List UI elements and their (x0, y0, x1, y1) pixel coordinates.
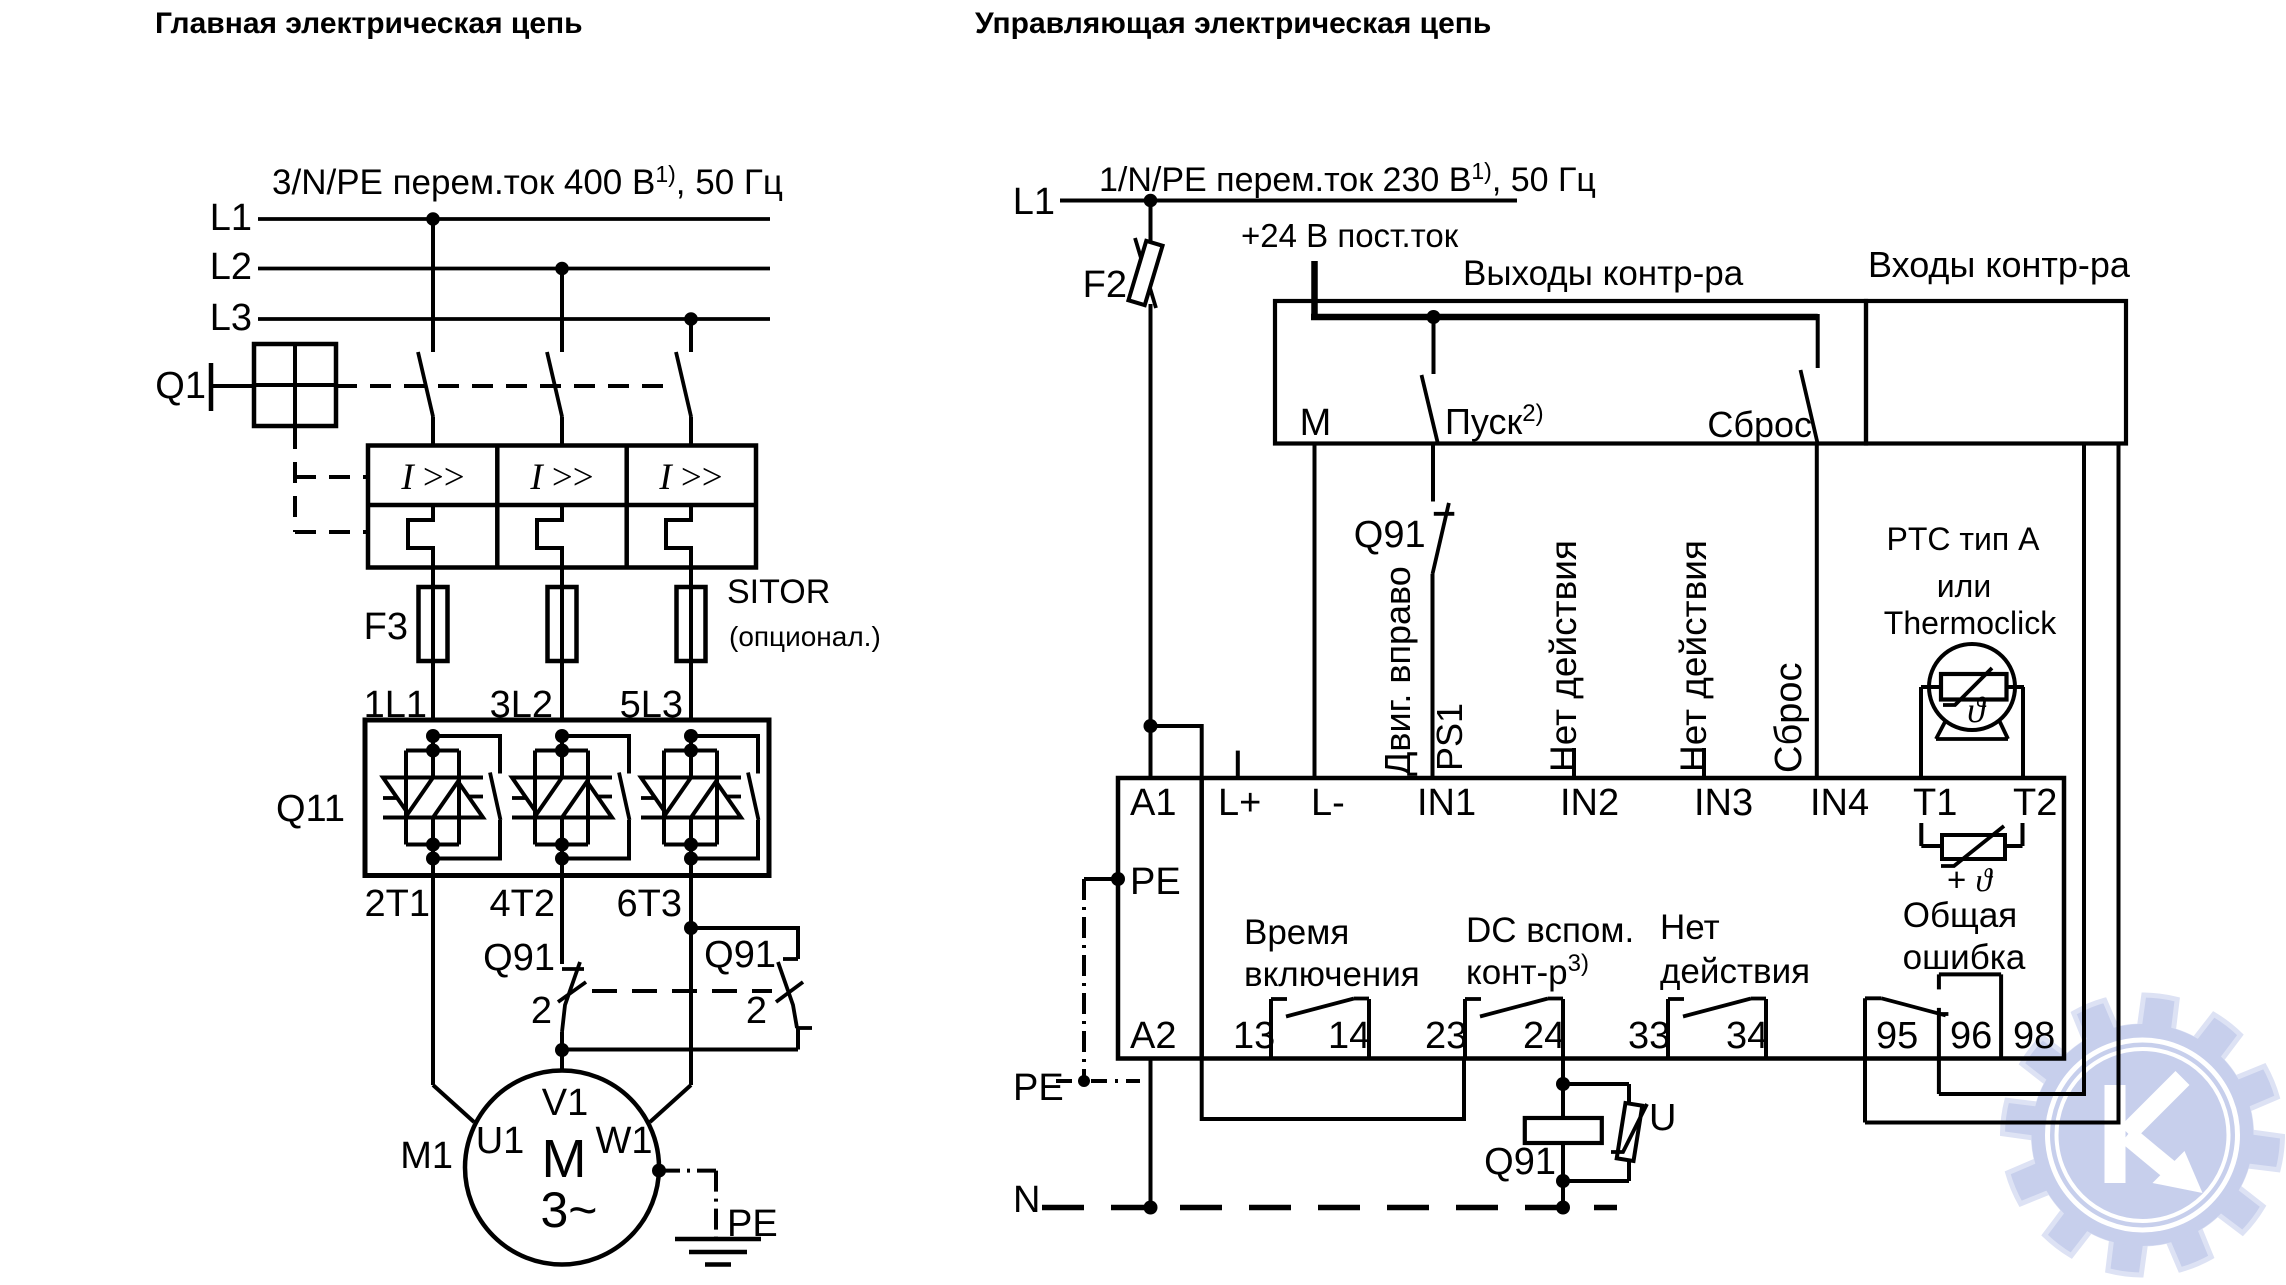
svg-text:L-: L- (1311, 782, 1345, 824)
svg-text:Q91: Q91 (1354, 514, 1426, 556)
svg-text:PTC тип A: PTC тип A (1887, 521, 2041, 557)
svg-text:L1: L1 (1013, 181, 1055, 223)
svg-text:Нет действия: Нет действия (1673, 540, 1714, 772)
svg-text:I >>: I >> (529, 457, 593, 498)
svg-text:M1: M1 (400, 1135, 453, 1177)
svg-text:U1: U1 (476, 1120, 525, 1162)
svg-text:95: 95 (1876, 1015, 1918, 1057)
svg-text:2T1: 2T1 (365, 883, 430, 925)
svg-text:Q91: Q91 (704, 934, 776, 976)
svg-text:34: 34 (1726, 1015, 1768, 1057)
svg-text:SITOR: SITOR (727, 573, 830, 611)
svg-text:IN2: IN2 (1560, 782, 1619, 824)
svg-text:A2: A2 (1130, 1015, 1176, 1057)
svg-text:24: 24 (1523, 1015, 1565, 1057)
svg-text:PE: PE (1013, 1067, 1064, 1109)
svg-text:PS1: PS1 (1429, 703, 1470, 771)
svg-text:включения: включения (1244, 955, 1420, 994)
svg-text:1/N/PE перем.ток 230 В1), 50 Г: 1/N/PE перем.ток 230 В1), 50 Гц (1099, 158, 1596, 199)
svg-text:ϑ: ϑ (1967, 690, 1987, 730)
svg-text:W1: W1 (596, 1120, 653, 1162)
svg-text:L+: L+ (1218, 782, 1261, 824)
svg-text:23: 23 (1425, 1015, 1467, 1057)
svg-text:3/N/PE перем.ток 400 В1), 50 Г: 3/N/PE перем.ток 400 В1), 50 Гц (272, 161, 783, 202)
svg-text:M: M (542, 1129, 587, 1189)
svg-text:Сброс: Сброс (1768, 663, 1810, 773)
svg-text:Нет: Нет (1660, 908, 1720, 947)
svg-text:или: или (1937, 568, 1991, 604)
svg-text:Двиг. вправо: Двиг. вправо (1377, 566, 1418, 776)
svg-text:действия: действия (1660, 952, 1810, 991)
svg-text:+24 В пост.ток: +24 В пост.ток (1241, 217, 1459, 254)
svg-text:Время: Время (1244, 913, 1349, 952)
svg-text:M: M (1300, 402, 1332, 444)
svg-text:Входы контр-ра: Входы контр-ра (1868, 244, 2131, 285)
svg-text:IN4: IN4 (1810, 782, 1869, 824)
svg-text:L3: L3 (210, 297, 252, 339)
svg-text:2: 2 (746, 990, 767, 1032)
svg-text:IN1: IN1 (1417, 782, 1476, 824)
svg-text:T1: T1 (1913, 782, 1957, 824)
svg-text:F3: F3 (364, 606, 408, 648)
svg-text:3~: 3~ (540, 1182, 597, 1238)
svg-text:96: 96 (1950, 1015, 1992, 1057)
svg-text:Выходы контр-ра: Выходы контр-ра (1463, 254, 1744, 293)
svg-text:13: 13 (1233, 1015, 1275, 1057)
svg-text:N: N (1013, 1179, 1040, 1221)
svg-text:Q91: Q91 (483, 937, 555, 979)
svg-text:L2: L2 (210, 246, 252, 288)
svg-text:(опционал.): (опционал.) (729, 621, 881, 652)
svg-text:T2: T2 (2013, 782, 2057, 824)
svg-text:PE: PE (727, 1203, 778, 1245)
svg-text:I >>: I >> (400, 457, 464, 498)
svg-text:Общая: Общая (1903, 896, 2018, 935)
svg-text:Thermoclick: Thermoclick (1884, 605, 2057, 641)
svg-text:6T3: 6T3 (617, 883, 682, 925)
svg-text:33: 33 (1628, 1015, 1670, 1057)
svg-text:+ ϑ: + ϑ (1947, 861, 1993, 899)
svg-text:Q11: Q11 (276, 788, 345, 830)
svg-text:ошибка: ошибка (1903, 938, 2026, 977)
svg-text:4T2: 4T2 (490, 883, 555, 925)
svg-text:DC вспом.: DC вспом. (1466, 911, 1634, 950)
svg-text:IN3: IN3 (1694, 782, 1753, 824)
svg-text:F2: F2 (1083, 264, 1127, 306)
svg-text:PE: PE (1130, 861, 1181, 903)
svg-text:Главная электрическая цепь: Главная электрическая цепь (155, 7, 583, 40)
svg-text:U: U (1649, 1097, 1676, 1139)
svg-text:L1: L1 (210, 197, 252, 239)
svg-text:Сброс: Сброс (1707, 404, 1812, 445)
svg-text:98: 98 (2013, 1015, 2055, 1057)
svg-text:V1: V1 (542, 1082, 588, 1124)
svg-text:I >>: I >> (658, 457, 722, 498)
svg-text:14: 14 (1328, 1015, 1370, 1057)
svg-text:Q91: Q91 (1484, 1141, 1556, 1183)
svg-text:Q1: Q1 (155, 365, 206, 407)
svg-text:2: 2 (531, 990, 552, 1032)
svg-text:A1: A1 (1130, 782, 1176, 824)
svg-text:Управляющая электрическая цепь: Управляющая электрическая цепь (975, 7, 1491, 40)
svg-text:Нет действия: Нет действия (1543, 540, 1584, 772)
